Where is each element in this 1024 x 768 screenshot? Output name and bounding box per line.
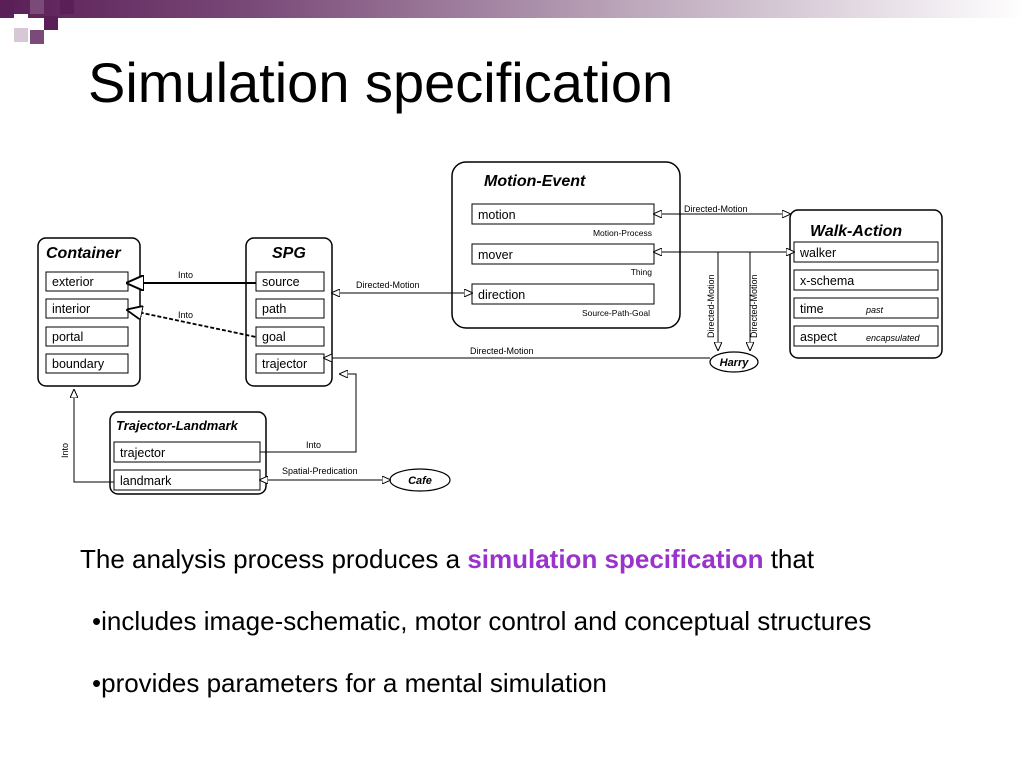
decor-square-1 [0, 0, 14, 14]
label-into-2: Into [178, 310, 193, 320]
container-slot-interior: interior [52, 302, 90, 316]
label-into-1: Into [178, 270, 193, 280]
cafe-label: Cafe [408, 475, 432, 487]
motion-event-note-thing: Thing [631, 267, 653, 277]
motion-event-slot-motion: motion [478, 208, 516, 222]
walk-action-frame: Walk-Action walker x-schema time past as… [789, 209, 943, 359]
intro-after: that [763, 544, 815, 574]
walk-action-value-past: past [865, 305, 884, 315]
trajector-landmark-slot-trajector: trajector [120, 446, 165, 460]
connector-tl-trajector-spg [260, 374, 357, 453]
slide-title: Simulation specification [88, 51, 674, 114]
motion-event-title: Motion-Event [484, 173, 586, 190]
decor-square-2 [14, 14, 28, 28]
decor-square-3 [30, 0, 44, 14]
container-slot-boundary: boundary [52, 357, 105, 371]
motion-event-note-motion-process: Motion-Process [593, 228, 652, 238]
bullet-1: •includes image-schematic, motor control… [92, 606, 872, 636]
container-frame: Container exterior interior portal bound… [37, 237, 141, 387]
decor-square-5 [44, 16, 58, 30]
harry-ellipse [709, 351, 759, 373]
intro-sentence: The analysis process produces a simulati… [80, 544, 814, 575]
trajector-landmark-slot-landmark: landmark [120, 474, 172, 488]
simulation-diagram: Container exterior interior portal bound… [37, 161, 943, 495]
spg-slot-path: path [262, 302, 286, 316]
walk-action-value-encapsulated: encapsulated [866, 333, 921, 343]
trajector-landmark-frame: Trajector-Landmark trajector landmark [109, 411, 267, 495]
label-directed-motion-vertical-1: Directed-Motion [706, 274, 716, 338]
walk-action-slot-aspect: aspect [800, 330, 837, 344]
intro-before: The analysis process produces a [80, 544, 468, 574]
connector-interior-goal [128, 310, 257, 338]
label-directed-motion-1: Directed-Motion [356, 280, 420, 290]
container-slot-exterior: exterior [52, 275, 94, 289]
label-directed-motion-2: Directed-Motion [684, 204, 748, 214]
header-gradient-bar [0, 0, 1024, 18]
container-slot-portal: portal [52, 330, 83, 344]
spg-slot-goal: goal [262, 330, 286, 344]
spg-slot-source: source [262, 275, 300, 289]
container-title: Container [46, 245, 121, 262]
label-spatial-predication: Spatial-Predication [282, 466, 358, 476]
walk-action-slot-walker: walker [799, 246, 836, 260]
spg-title: SPG [272, 245, 306, 262]
motion-event-frame: Motion-Event motion Motion-Process mover… [451, 161, 681, 329]
walk-action-slot-time: time [800, 302, 824, 316]
intro-highlight: simulation specification [467, 544, 764, 574]
decor-square-4 [30, 30, 44, 44]
label-directed-motion-3: Directed-Motion [470, 346, 534, 356]
label-into-3: Into [306, 440, 321, 450]
label-directed-motion-vertical-2: Directed-Motion [749, 274, 759, 338]
spg-slot-trajector: trajector [262, 357, 307, 371]
decor-square-6 [60, 0, 74, 14]
motion-event-note-source-path-goal: Source-Path-Goal [582, 308, 650, 318]
walk-action-slot-x-schema: x-schema [800, 274, 854, 288]
decor-square-7 [14, 28, 28, 42]
motion-event-slot-mover: mover [478, 248, 513, 262]
harry-label: Harry [720, 357, 750, 369]
motion-event-slot-direction: direction [478, 288, 525, 302]
connector-landmark-container [74, 390, 114, 483]
walk-action-title: Walk-Action [810, 223, 902, 240]
trajector-landmark-title: Trajector-Landmark [116, 418, 239, 433]
bullet-2: •provides parameters for a mental simula… [92, 668, 607, 698]
spg-frame: SPG source path goal trajector [245, 237, 333, 387]
label-into-4: Into [60, 443, 70, 458]
